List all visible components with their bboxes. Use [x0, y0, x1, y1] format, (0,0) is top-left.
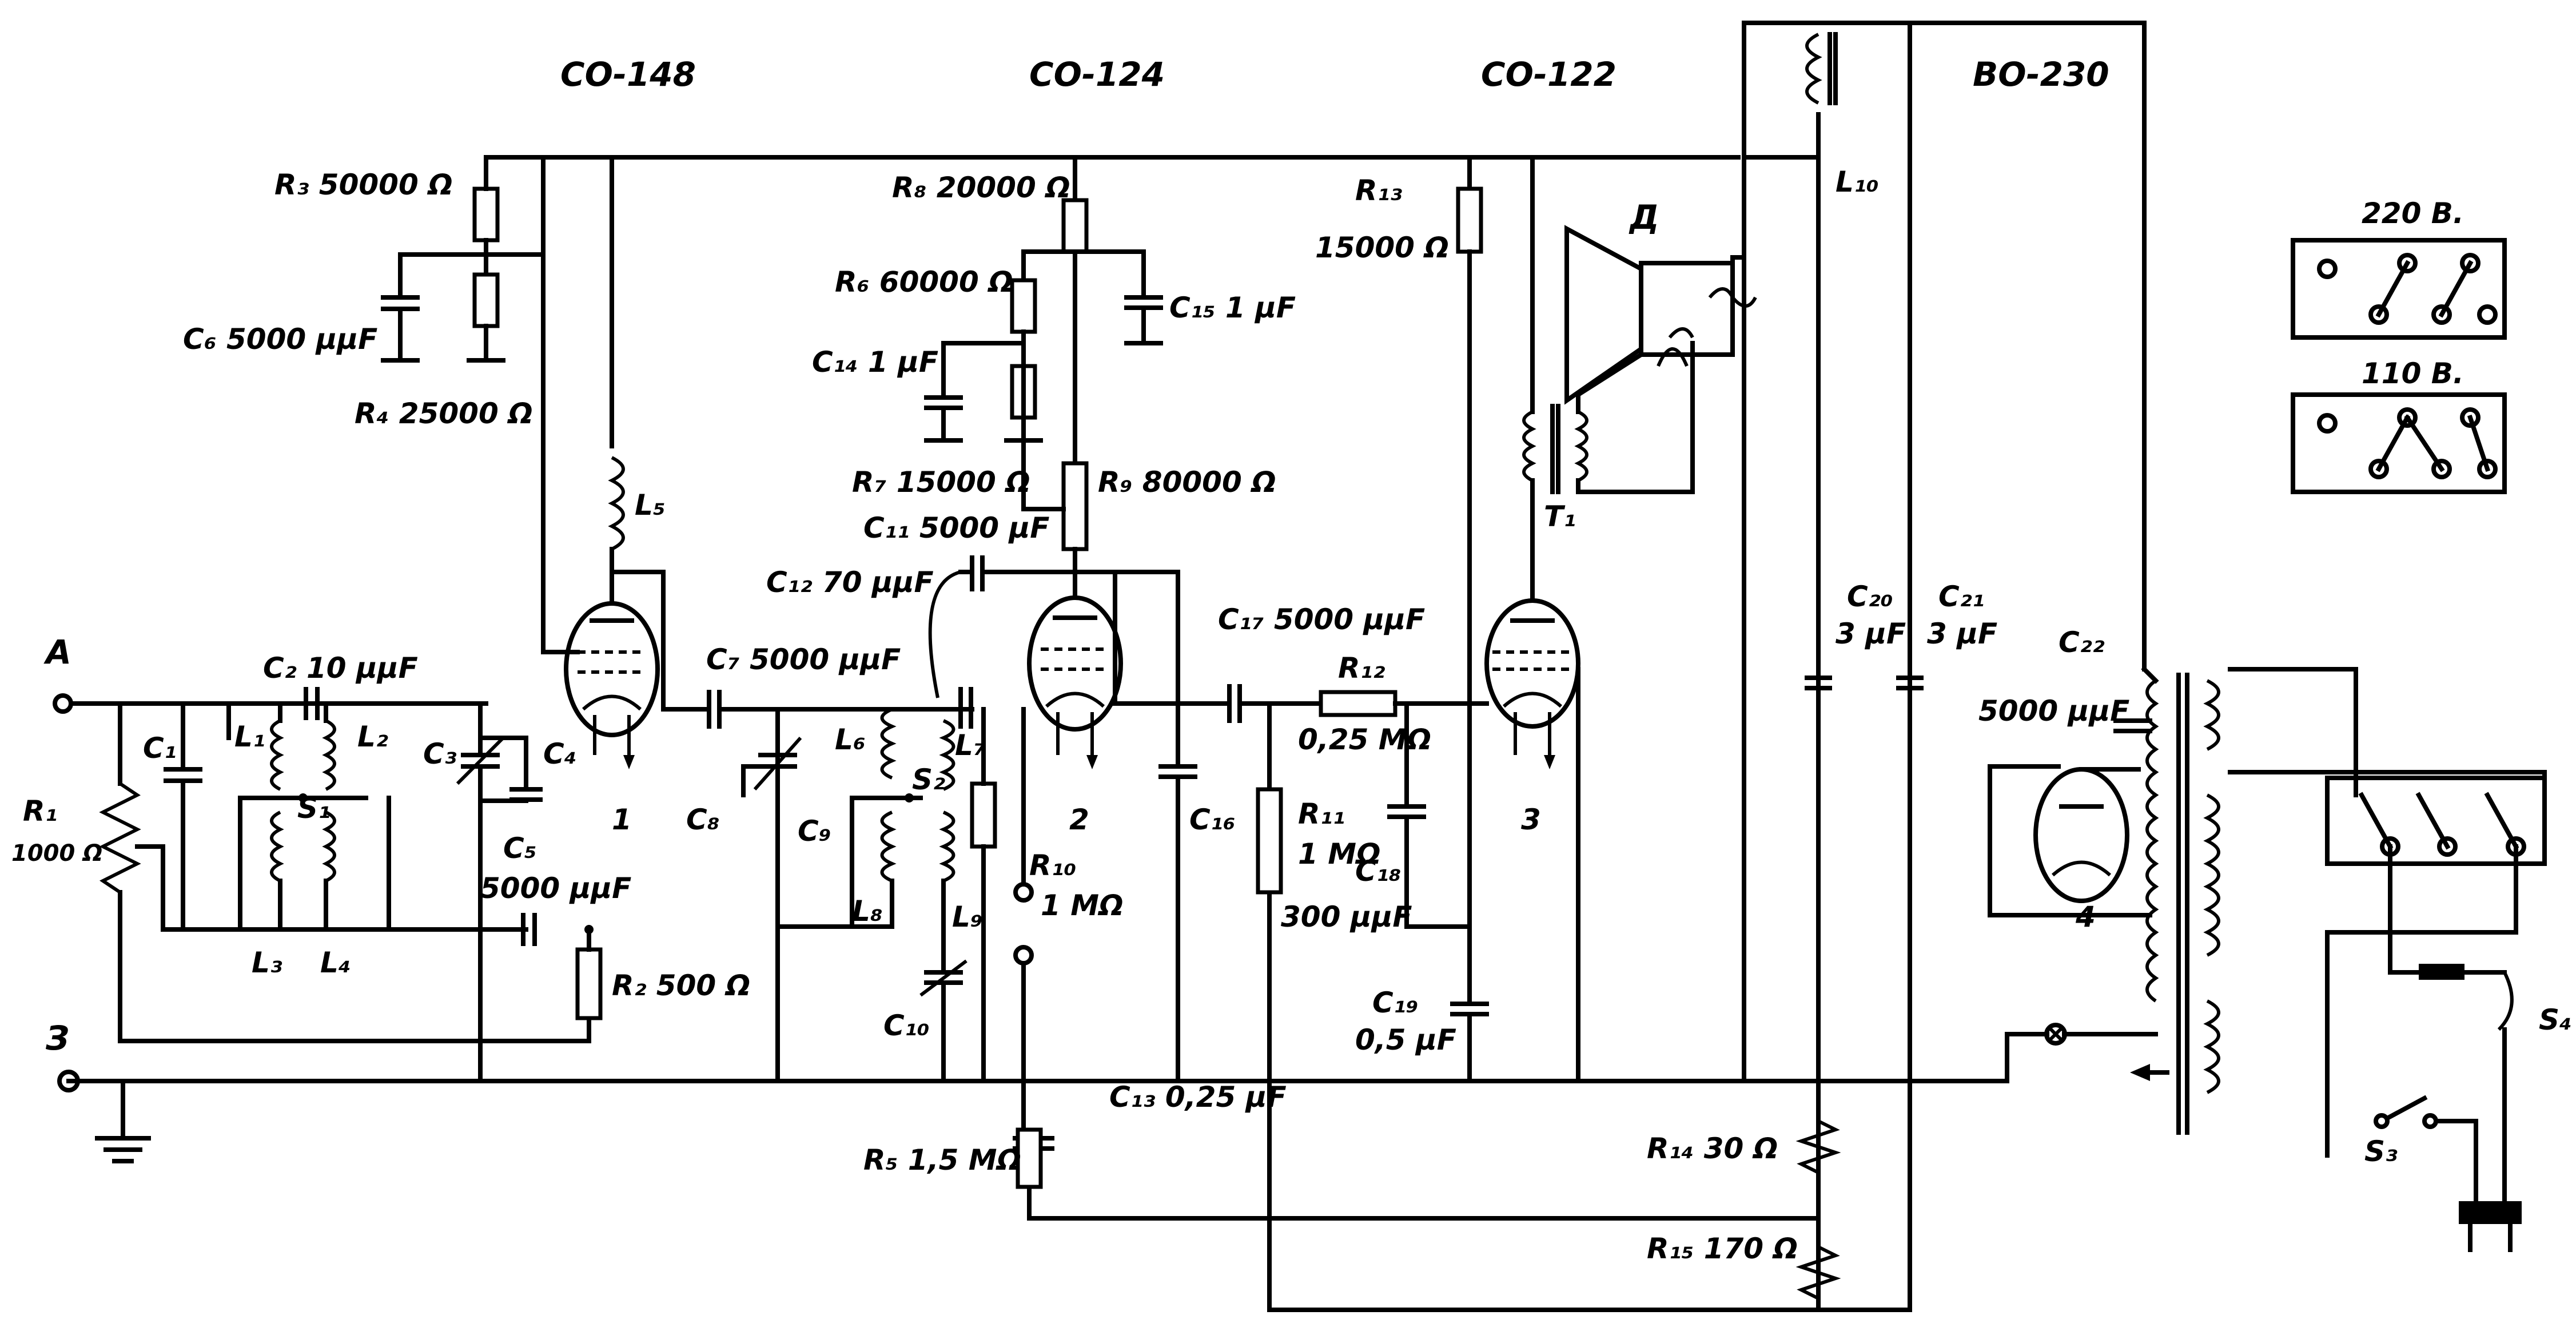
ground-terminal: З: [45, 1019, 69, 1058]
label-l7: L₇: [955, 729, 986, 762]
tube-3-number: 3: [1521, 803, 1541, 836]
label-r9: R₉ 80000 Ω: [1098, 466, 1276, 499]
label-c10: C₁₀: [883, 1009, 930, 1042]
label-l9: L₉: [952, 900, 983, 933]
label-c21-value: 3 µF: [1927, 617, 1997, 650]
tube-2-type: СО-124: [1029, 55, 1165, 94]
tube-1-stage: [381, 155, 666, 769]
tube-2-stage: [924, 155, 1323, 1083]
label-c16: C₁₆: [1189, 803, 1236, 836]
label-c1: C₁: [143, 732, 177, 765]
label-r14: R₁₄ 30 Ω: [1647, 1132, 1778, 1165]
label-l4: L₄: [320, 946, 351, 979]
label-r2: R₂ 500 Ω: [612, 969, 750, 1002]
label-c22-value: 5000 µµF: [1978, 694, 2129, 728]
label-l2: L₂: [357, 720, 388, 753]
label-c20: C₂₀: [1847, 580, 1893, 613]
label-c4: C₄: [543, 737, 577, 770]
label-s4: S₄: [2539, 1003, 2572, 1036]
label-r1: R₁: [23, 794, 57, 828]
label-r8: R₈ 20000 Ω: [892, 171, 1070, 204]
voltage-selector-boards: [2291, 238, 2507, 494]
label-c9: C₉: [798, 815, 831, 848]
label-c22: C₂₂: [2059, 626, 2105, 659]
label-l10: L₁₀: [1836, 165, 1879, 198]
label-speaker: Д: [1629, 198, 1659, 237]
label-r10-value: 1 MΩ: [1041, 889, 1123, 922]
tube-1-number: 1: [612, 803, 632, 836]
tube-4-number: 4: [2075, 900, 2096, 933]
labels: СО-148 СО-124 СО-122 ВО-230 1 2 3 4 А З …: [11, 55, 2572, 1265]
tube-4-type: ВО-230: [1973, 55, 2109, 94]
bus-lines: [66, 21, 2147, 1312]
label-c3: C₃: [423, 737, 457, 770]
label-s2: S₂: [912, 763, 945, 796]
input-section: [53, 687, 603, 1163]
label-l5: L₅: [635, 488, 666, 522]
label-c5: C₅: [503, 832, 537, 865]
label-l1: L₁: [234, 720, 265, 753]
label-c5-value: 5000 µµF: [480, 872, 631, 905]
label-110v: 110 В.: [2362, 357, 2464, 390]
label-r13: R₁₃: [1355, 174, 1402, 207]
label-c7: C₇ 5000 µµF: [706, 643, 901, 676]
label-c2: C₂ 10 µµF: [263, 651, 418, 685]
label-r15: R₁₅ 170 Ω: [1647, 1232, 1798, 1265]
label-c17: C₁₇ 5000 µµF: [1218, 603, 1425, 636]
label-c18-value: 300 µµF: [1281, 900, 1412, 933]
label-c12: C₁₂ 70 µµF: [766, 566, 934, 599]
label-c14: C₁₄ 1 µF: [812, 345, 938, 379]
label-r10: R₁₀: [1029, 849, 1076, 882]
label-c19-value: 0,5 µF: [1355, 1023, 1456, 1056]
label-r1-value: 1000 Ω: [11, 840, 102, 867]
label-t1: T₁: [1544, 500, 1576, 533]
tube-3-type: СО-122: [1481, 55, 1617, 94]
label-c11: C₁₁ 5000 µF: [863, 511, 1049, 545]
label-c6: C₆ 5000 µµF: [183, 323, 377, 356]
label-s1: S₁: [297, 792, 331, 825]
label-l6: L₆: [835, 723, 866, 756]
label-r13-value: 15000 Ω: [1315, 231, 1449, 264]
label-r12-value: 0,25 MΩ: [1298, 723, 1431, 756]
tube-1-type: СО-148: [560, 55, 696, 94]
label-r12: R₁₂: [1338, 651, 1385, 685]
power-supply: [1988, 666, 2547, 1252]
tube-2-number: 2: [1069, 803, 1089, 836]
label-c8: C₈: [686, 803, 720, 836]
label-c20-value: 3 µF: [1836, 617, 1906, 650]
label-r11-value: 1 MΩ: [1298, 837, 1380, 871]
label-c21: C₂₁: [1938, 580, 1985, 613]
label-c13: C₁₃ 0,25 µF: [1109, 1080, 1287, 1114]
label-r7: R₇ 15000 Ω: [852, 466, 1030, 499]
label-r4: R₄ 25000 Ω: [355, 397, 533, 430]
label-r5: R₅ 1,5 MΩ: [863, 1143, 1021, 1177]
antenna-terminal: А: [43, 633, 71, 672]
label-r11: R₁₁: [1298, 797, 1345, 831]
label-220v: 220 В.: [2362, 197, 2464, 230]
label-l3: L₃: [252, 946, 282, 979]
label-r6: R₆ 60000 Ω: [835, 265, 1013, 299]
label-l8: L₈: [852, 895, 883, 928]
label-s3: S₃: [2364, 1135, 2398, 1168]
tube-2-input: [661, 555, 1180, 1189]
label-c18: C₁₈: [1355, 855, 1402, 888]
tube-3-stage: [1256, 155, 1821, 1083]
label-c19: C₁₉: [1372, 986, 1419, 1019]
filter-section: [1795, 32, 1924, 1300]
label-r3: R₃ 50000 Ω: [274, 168, 453, 201]
label-c15: C₁₅ 1 µF: [1169, 291, 1296, 324]
